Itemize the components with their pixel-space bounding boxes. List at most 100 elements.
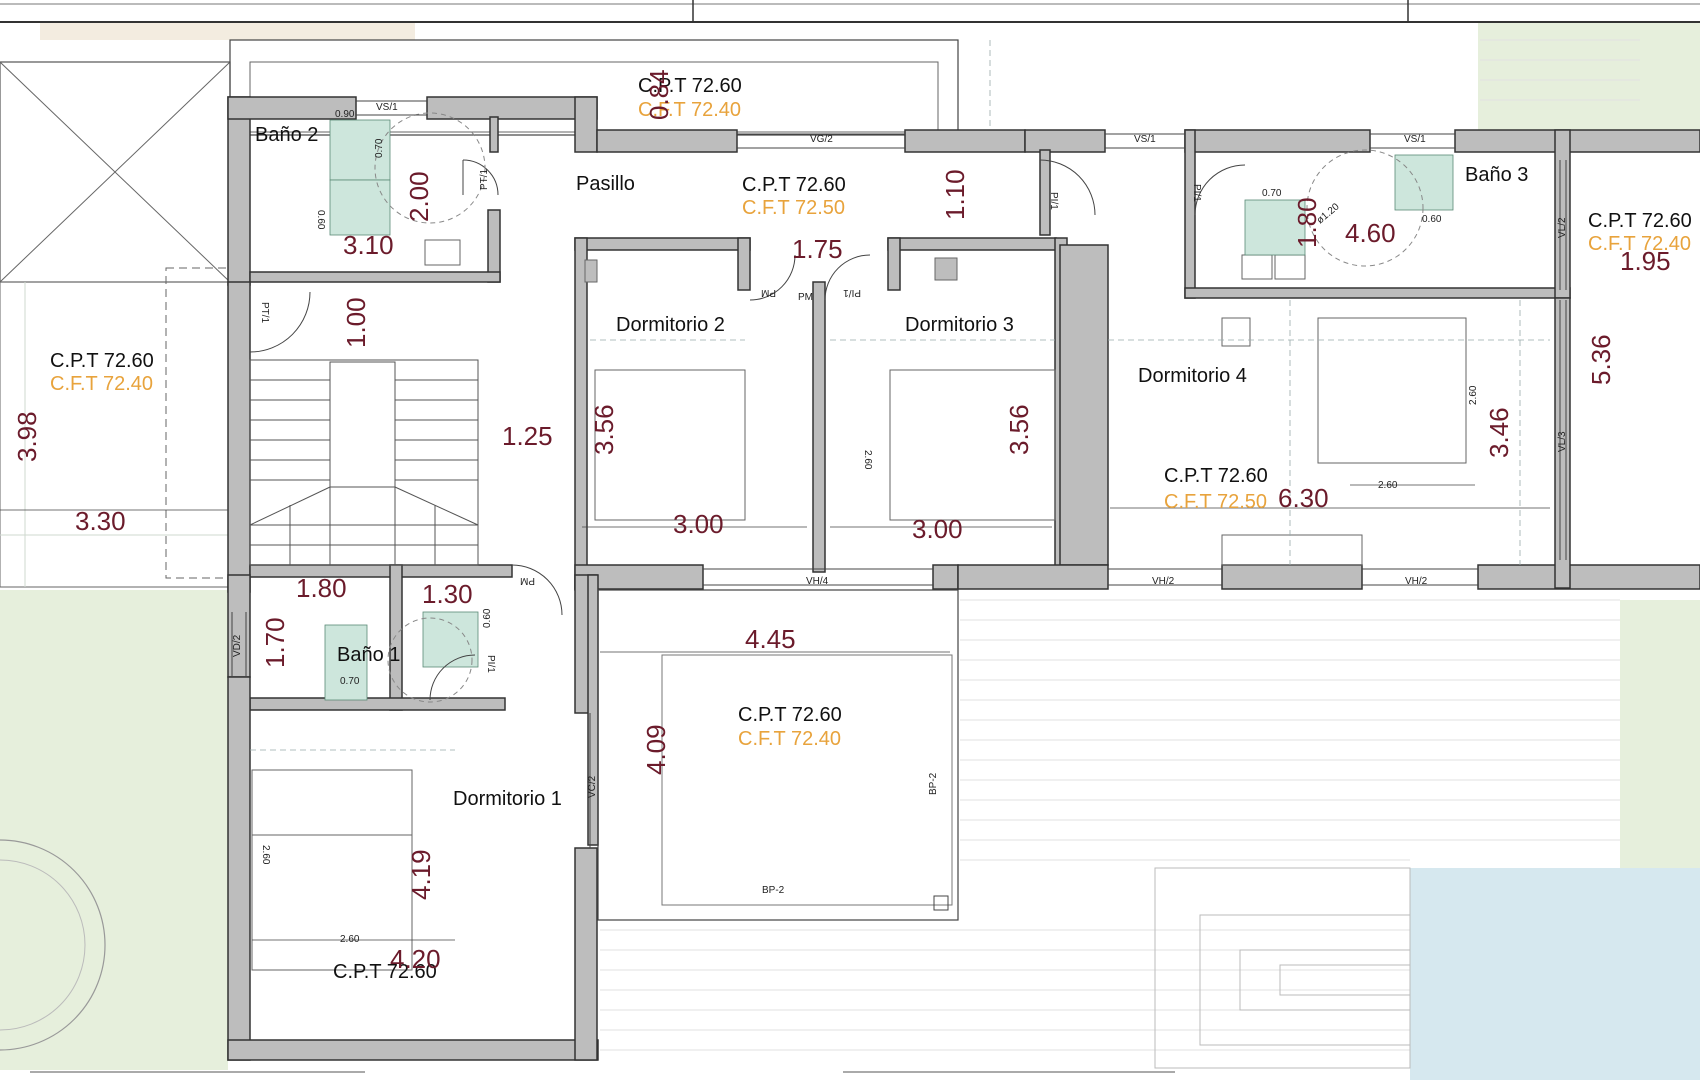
code-260-e: 2.60 bbox=[340, 934, 360, 945]
code-bp2-b: BP-2 bbox=[762, 885, 785, 896]
code-pi1-d: PI/1 bbox=[485, 655, 496, 673]
title-block bbox=[0, 0, 1700, 23]
code-pm-b: PM bbox=[798, 292, 813, 303]
room-bano2: Baño 2 bbox=[255, 124, 318, 146]
code-070-c: 0.70 bbox=[340, 676, 360, 687]
room-bano1: Baño 1 bbox=[337, 644, 400, 666]
dim-170: 1.70 bbox=[260, 617, 290, 668]
level-pasillo-cft: C.F.T 72.50 bbox=[742, 197, 845, 219]
lawn-right bbox=[1620, 600, 1700, 868]
dim-180a: 1.80 bbox=[1292, 197, 1322, 248]
dim-300b: 3.00 bbox=[912, 514, 963, 544]
lawn-top-right bbox=[1478, 22, 1700, 132]
guide-lines bbox=[250, 40, 1550, 751]
room-dormitorio3: Dormitorio 3 bbox=[905, 314, 1014, 336]
code-vh4: VH/4 bbox=[806, 576, 829, 587]
code-060-a: 0.60 bbox=[315, 210, 326, 230]
code-260-a: 2.60 bbox=[862, 450, 873, 470]
code-260-d: 2.60 bbox=[260, 845, 271, 865]
dim-100: 1.00 bbox=[341, 297, 371, 348]
code-vs1-b: VS/1 bbox=[1134, 134, 1156, 145]
dim-419: 4.19 bbox=[406, 849, 436, 900]
code-vc2: VC/2 bbox=[587, 775, 598, 798]
code-vs1-a: VS/1 bbox=[376, 102, 398, 113]
dim-180b: 1.80 bbox=[296, 573, 347, 603]
dimension-lines bbox=[0, 484, 1550, 941]
dim-125: 1.25 bbox=[502, 421, 553, 451]
dim-110: 1.10 bbox=[940, 169, 970, 220]
code-pt1-a: PT/1 bbox=[479, 168, 490, 190]
dim-200: 2.00 bbox=[404, 171, 434, 222]
level-left-cpt: C.P.T 72.60 bbox=[50, 350, 154, 372]
sanitary-fixtures bbox=[324, 119, 1454, 701]
dim-310: 3.10 bbox=[343, 230, 394, 260]
dim-084: 0.84 bbox=[644, 69, 674, 120]
dim-130: 1.30 bbox=[422, 579, 473, 609]
dim-409: 4.09 bbox=[641, 724, 671, 775]
code-260-b: 2.60 bbox=[1468, 385, 1479, 405]
dim-398: 3.98 bbox=[12, 411, 42, 462]
lawn-left bbox=[0, 590, 228, 1070]
dim-420: 4.20 bbox=[390, 944, 441, 974]
level-terrace-cft: C.F.T 72.40 bbox=[738, 728, 841, 750]
code-vl2: VL/2 bbox=[1557, 217, 1568, 238]
level-pasillo-cpt: C.P.T 72.60 bbox=[742, 174, 846, 196]
level-terrace-cpt: C.P.T 72.60 bbox=[738, 704, 842, 726]
level-left-cft: C.F.T 72.40 bbox=[50, 373, 153, 395]
room-dormitorio1: Dormitorio 1 bbox=[453, 788, 562, 810]
dim-460: 4.60 bbox=[1345, 218, 1396, 248]
level-right-cpt: C.P.T 72.60 bbox=[1588, 210, 1692, 232]
code-pi1-a: PI/1 bbox=[1048, 192, 1059, 210]
terrace-railing bbox=[597, 589, 959, 921]
garden-circle bbox=[0, 839, 106, 1051]
room-bano3: Baño 3 bbox=[1465, 164, 1528, 186]
code-060-b: 0.60 bbox=[1422, 214, 1442, 225]
doors bbox=[249, 112, 1424, 703]
level-right-cft: C.F.T 72.40 bbox=[1588, 233, 1691, 255]
level-d4-cft: C.F.T 72.50 bbox=[1164, 491, 1267, 513]
staircase bbox=[249, 359, 479, 566]
code-pi1-b: PI/1 bbox=[1191, 184, 1202, 202]
code-bp2-a: BP-2 bbox=[928, 772, 939, 795]
code-070-a: 0.70 bbox=[374, 138, 385, 158]
level-top-cft: C.F.T 72.40 bbox=[638, 99, 741, 121]
pool-steps bbox=[1154, 867, 1411, 1069]
code-260-c: 2.60 bbox=[1378, 480, 1398, 491]
level-d1-cpt: C.P.T 72.60 bbox=[333, 961, 437, 983]
furniture bbox=[251, 239, 1467, 971]
dim-346: 3.46 bbox=[1484, 407, 1514, 458]
sand-strip bbox=[40, 22, 415, 40]
code-vd2: VD/2 bbox=[232, 634, 243, 657]
room-pasillo: Pasillo bbox=[576, 173, 635, 195]
code-070-b: 0.70 bbox=[1262, 188, 1282, 199]
dim-175: 1.75 bbox=[792, 234, 843, 264]
dim-195: 1.95 bbox=[1620, 246, 1671, 276]
room-dormitorio4: Dormitorio 4 bbox=[1138, 365, 1247, 387]
code-vl3: VL/3 bbox=[1557, 431, 1568, 452]
code-vg2: VG/2 bbox=[810, 134, 833, 145]
code-090-a: 0.90 bbox=[335, 109, 355, 120]
dim-630: 6.30 bbox=[1278, 483, 1329, 513]
walls bbox=[227, 96, 1700, 1061]
dim-356a: 3.56 bbox=[589, 404, 619, 455]
level-d4-cpt: C.P.T 72.60 bbox=[1164, 465, 1268, 487]
code-060-c: 0.60 bbox=[482, 608, 493, 628]
code-pi1-c: PI/1 bbox=[843, 287, 861, 298]
pool bbox=[1410, 868, 1700, 1080]
room-dormitorio2: Dormitorio 2 bbox=[616, 314, 725, 336]
code-vs1-c: VS/1 bbox=[1404, 134, 1426, 145]
code-pm-a: PM bbox=[761, 287, 776, 298]
dim-300a: 3.00 bbox=[673, 509, 724, 539]
code-pt1-b: PT/1 bbox=[259, 302, 270, 324]
void-cross bbox=[0, 61, 231, 283]
code-pm-c: PM bbox=[520, 575, 535, 586]
dim-445: 4.45 bbox=[745, 624, 796, 654]
dim-356b: 3.56 bbox=[1004, 404, 1034, 455]
dim-330: 3.30 bbox=[75, 506, 126, 536]
code-vh2-b: VH/2 bbox=[1405, 576, 1428, 587]
code-vh2-a: VH/2 bbox=[1152, 576, 1175, 587]
dim-536: 5.36 bbox=[1586, 334, 1616, 385]
windows bbox=[231, 100, 1567, 848]
level-top-cpt: C.P.T 72.60 bbox=[638, 75, 742, 97]
